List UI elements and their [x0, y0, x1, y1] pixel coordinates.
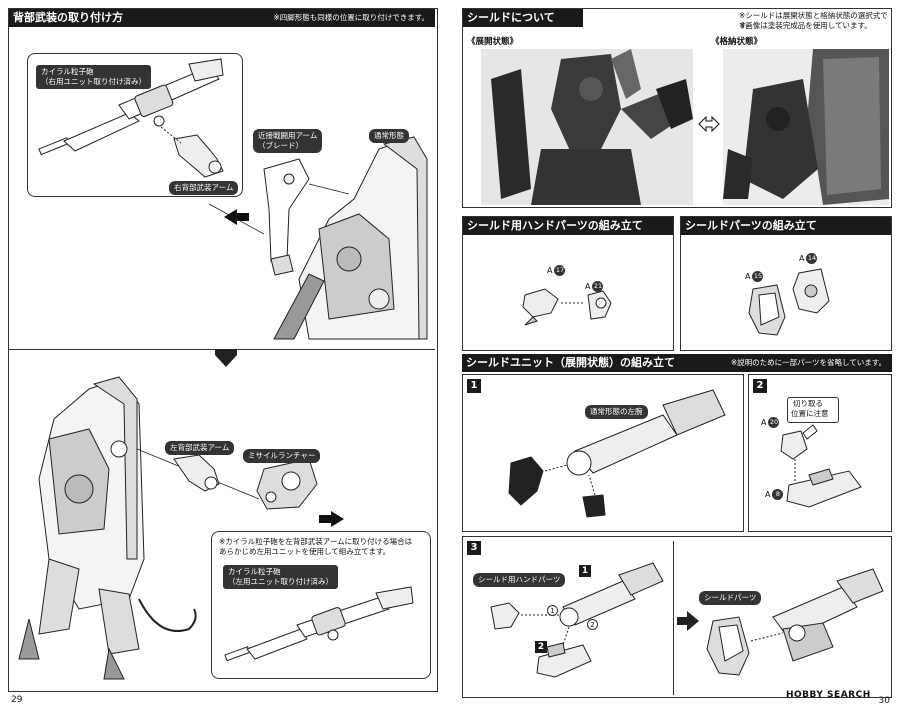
label-kairal-right: カイラル粒子砲 （右用ユニット取り付け済み） [36, 65, 151, 89]
label-shield-parts: シールドパーツ [699, 591, 762, 605]
shield-about-section: シールドについて ※シールドは展開状態と格納状態の選択式です。 ※画像は塗装完成… [462, 8, 892, 208]
shield-note-2: ※画像は塗装完成品を使用しています。 [739, 21, 872, 30]
part-number-14: 14 [806, 253, 818, 264]
page-29: 背部武装の取り付け方 ※四脚形態も同様の位置に取り付けできます。 カイラル粒子砲… [8, 8, 438, 705]
stowed-photo [723, 49, 889, 205]
part-number-8: 8 [772, 489, 784, 500]
step-1-panel: 1 通常形態の左腕 [462, 374, 744, 532]
step-2-number: 2 [753, 379, 767, 393]
label-left-back-arm: 左背部武装アーム [165, 441, 235, 455]
part-number-15: 15 [752, 271, 764, 282]
label-kairal-right-line1: カイラル粒子砲 [41, 67, 94, 76]
swap-arrow-icon [698, 115, 720, 133]
shield-unit-header: シールドユニット（展開状態）の組み立て ※説明のために一部パーツを省略しています… [462, 354, 892, 372]
hand-parts-illustration [522, 288, 612, 326]
cut-note-line2: 位置に注意 [791, 409, 829, 418]
step-3-number: 3 [467, 541, 481, 555]
cut-note-line1: 切り取る [793, 399, 823, 408]
part-runner-a: A [761, 418, 767, 427]
part-runner-a: A [585, 282, 591, 291]
kairal-left-illustration [224, 586, 414, 662]
label-close-combat-arm-line2: （ブレード） [258, 141, 303, 150]
order-circle-2: 2 [587, 619, 598, 630]
down-arrow-icon [215, 349, 237, 367]
part-a14-label: A 14 [799, 253, 818, 264]
part-a8-label: A 8 [765, 489, 784, 500]
page-number: 30 [878, 696, 890, 706]
part-a21-label: A 21 [585, 281, 604, 292]
part-number-17: 17 [554, 265, 566, 276]
cut-note-box [787, 397, 839, 423]
label-right-back-arm: 右背部武装アーム [169, 181, 239, 195]
part-a15-label: A 15 [745, 271, 764, 282]
substep-2-badge: 2 [535, 641, 547, 653]
stowed-label: 《格納状態》 [711, 37, 763, 47]
order-circle-1: 1 [547, 605, 558, 616]
section-note: ※四脚形態も同様の位置に取り付けできます。 [273, 13, 429, 22]
label-kairal-left-line1: カイラル粒子砲 [228, 567, 281, 576]
page-number: 29 [11, 695, 23, 705]
label-normal-form: 通常形態 [369, 129, 409, 143]
shield-parts-section: シールドパーツの組み立て A 14 A 15 [680, 216, 892, 351]
part-a17-label: A 17 [547, 265, 566, 276]
hand-parts-header: シールド用ハンドパーツの組み立て [463, 217, 673, 235]
left-unit-note: ※カイラル粒子砲を左背部武装アームに取り付ける場合は あらかじめ左用ユニットを使… [219, 537, 413, 556]
part-runner-a: A [745, 272, 751, 281]
part-a20-label: A 20 [761, 417, 780, 428]
shield-parts-illustration [748, 268, 830, 336]
shield-unit-note: ※説明のために一部パーツを省略しています。 [730, 358, 886, 367]
section-title: 背部武装の取り付け方 [13, 11, 123, 24]
step-3-illustration [490, 562, 884, 678]
label-missile-launcher: ミサイルランチャー [243, 449, 321, 463]
upper-assembly-illustration [38, 58, 428, 340]
label-close-combat-arm-line1: 近接戦闘用アーム [258, 131, 318, 140]
label-kairal-left-line2: （左用ユニット取り付け済み） [228, 577, 333, 586]
lower-assembly-illustration [18, 376, 344, 680]
label-left-arm: 通常形態の左腕 [585, 405, 648, 419]
part-number-20: 20 [768, 417, 780, 428]
step-1-illustration [508, 389, 726, 518]
part-runner-a: A [765, 490, 771, 499]
hand-parts-section: シールド用ハンドパーツの組み立て A 17 A 21 [462, 216, 674, 351]
shield-about-header: シールドについて [463, 9, 583, 27]
shield-unit-title: シールドユニット（展開状態）の組み立て [466, 356, 675, 369]
label-close-combat-arm: 近接戦闘用アーム （ブレード） [253, 129, 323, 153]
deployed-label: 《展開状態》 [467, 37, 519, 47]
step-1-number: 1 [467, 379, 481, 393]
label-kairal-right-line2: （右用ユニット取り付け済み） [41, 77, 146, 86]
part-runner-a: A [799, 254, 805, 263]
step-3-divider [673, 541, 674, 695]
part-runner-a: A [547, 266, 553, 275]
label-kairal-left: カイラル粒子砲 （左用ユニット取り付け済み） [223, 565, 338, 589]
part-number-21: 21 [592, 281, 604, 292]
shield-note-1: ※シールドは展開状態と格納状態の選択式です。 [739, 11, 888, 30]
step-3-panel: 3 シールド用ハンドパーツ 1 2 1 2 シールドパーツ [462, 536, 892, 698]
label-hand-parts: シールド用ハンドパーツ [473, 573, 566, 587]
substep-1-badge: 1 [579, 565, 591, 577]
page-30: シールドについて ※シールドは展開状態と格納状態の選択式です。 ※画像は塗装完成… [462, 8, 892, 706]
shield-parts-header: シールドパーツの組み立て [681, 217, 891, 235]
step-2-illustration [780, 424, 862, 508]
deployed-photo [481, 49, 693, 205]
section-header-back-weapons: 背部武装の取り付け方 ※四脚形態も同様の位置に取り付けできます。 [9, 9, 435, 27]
step-2-panel: 2 切り取る 位置に注意 A 20 A 8 [748, 374, 892, 532]
watermark-logo: HOBBY SEARCH [786, 690, 871, 700]
